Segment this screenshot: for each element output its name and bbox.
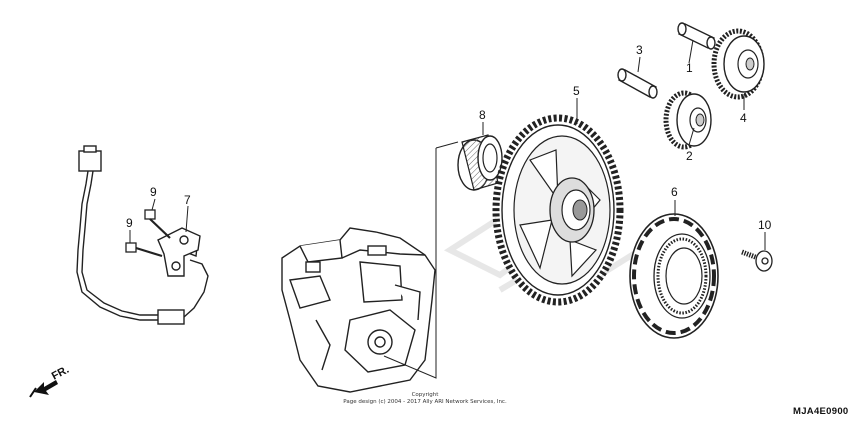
diagram-code: MJA4E0900 — [793, 406, 849, 417]
direction-label: FR. — [50, 364, 71, 383]
bolt-9b — [125, 242, 163, 258]
callout-6: 6 — [671, 185, 678, 199]
needle-bearing-8 — [457, 134, 503, 191]
callout-9b: 9 — [126, 216, 133, 230]
copyright-line-1: Copyright — [412, 392, 440, 398]
engine-block — [281, 227, 436, 393]
shaft-1 — [677, 22, 716, 50]
callout-8: 8 — [479, 108, 486, 122]
front-direction-arrow: FR. — [29, 364, 71, 398]
one-way-clutch-6 — [629, 213, 719, 339]
callout-10: 10 — [758, 218, 772, 232]
bolt-10 — [741, 249, 773, 272]
callout-4: 4 — [740, 111, 747, 125]
callout-9a: 9 — [150, 185, 157, 199]
copyright-line-2: Page design (c) 2004 - 2017 Ally ARI Net… — [343, 399, 507, 405]
callout-5: 5 — [573, 84, 580, 98]
starter-driven-gear-5 — [492, 114, 624, 306]
callout-7: 7 — [184, 193, 191, 207]
bolt-9a — [144, 209, 171, 239]
bracket-7 — [157, 227, 201, 277]
callout-2: 2 — [686, 149, 693, 163]
gear-4 — [711, 28, 765, 100]
gear-2 — [663, 90, 712, 150]
leader-8 — [383, 141, 459, 379]
callout-1: 1 — [686, 61, 693, 75]
callout-3: 3 — [636, 43, 643, 57]
shaft-3 — [617, 68, 658, 99]
leader-lines — [129, 39, 766, 250]
